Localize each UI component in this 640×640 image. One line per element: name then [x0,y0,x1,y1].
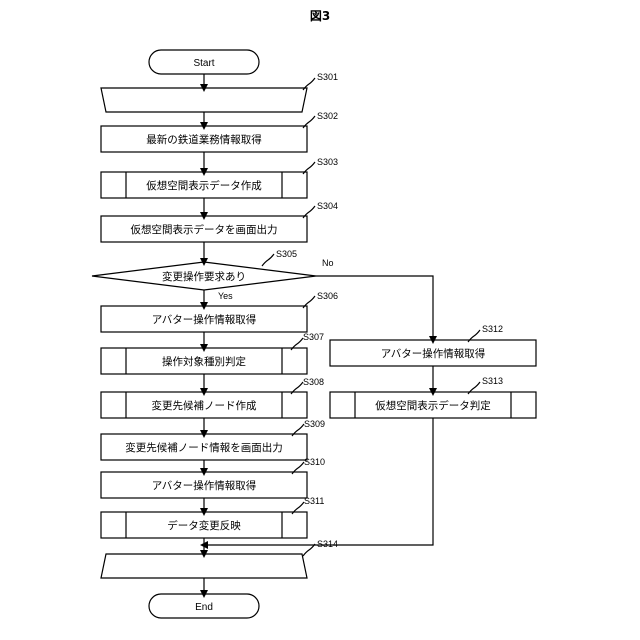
step-s312-label: アバター操作情報取得 [381,347,486,360]
leader-s302 [303,116,315,128]
step-id-s313: S313 [482,376,503,386]
figure-title: 図3 [310,9,330,23]
step-s313-label: 仮想空間表示データ判定 [375,399,491,412]
leader-s305 [262,254,274,266]
branch-no-label: No [322,258,334,268]
leader-s306 [303,296,315,308]
step-id-s311: S311 [304,496,324,506]
leader-s301 [303,78,315,90]
leader-s304 [303,206,315,218]
step-id-s310: S310 [304,457,325,467]
step-s304-label: 仮想空間表示データを画面出力 [131,223,278,236]
leader-s303 [303,162,315,174]
step-id-s307: S307 [303,332,324,342]
decision-s305-label: 変更操作要求あり [162,270,246,283]
step-id-s308: S308 [303,377,324,387]
end-label: End [195,602,213,613]
leader-s314 [303,544,315,556]
step-s311-label: データ変更反映 [167,519,241,532]
step-id-s306: S306 [317,291,338,301]
step-s309-label: 変更先候補ノード情報を画面出力 [125,441,283,454]
step-s310-label: アバター操作情報取得 [152,479,257,492]
loop-end-s314 [101,554,307,578]
step-id-s302: S302 [317,111,338,121]
step-id-s304: S304 [317,201,338,211]
step-id-s309: S309 [304,419,325,429]
step-s303-label: 仮想空間表示データ作成 [146,179,262,192]
step-id-s314: S314 [317,539,338,549]
step-s306-label: アバター操作情報取得 [152,313,257,326]
branch-yes-label: Yes [218,291,233,301]
step-id-s305: S305 [276,249,297,259]
step-id-s301: S301 [317,72,338,82]
connector-no [316,276,433,340]
step-s302-label: 最新の鉄道業務情報取得 [146,133,262,146]
step-s307-label: 操作対象種別判定 [162,355,246,368]
loop-start-s301 [101,88,307,112]
step-s308-label: 変更先候補ノード作成 [152,399,257,412]
step-id-s303: S303 [317,157,338,167]
step-id-s312: S312 [482,324,503,334]
start-label: Start [193,58,214,69]
